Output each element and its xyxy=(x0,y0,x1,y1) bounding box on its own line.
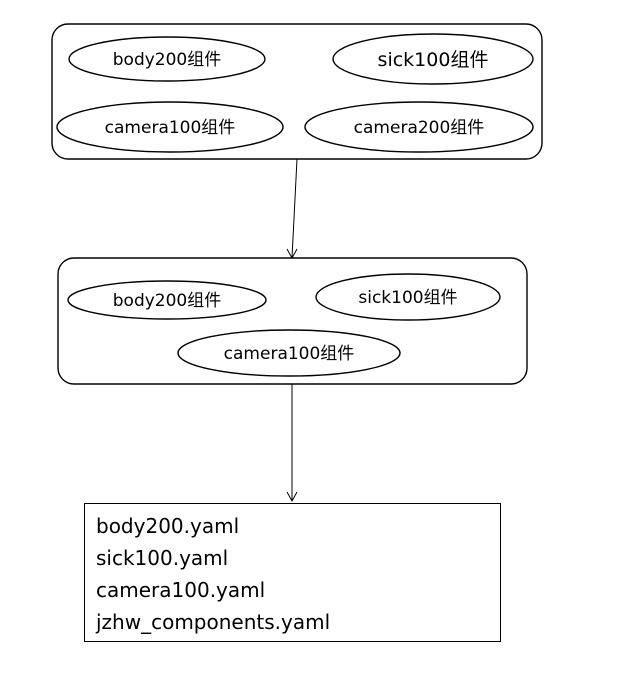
top-sick100-label: sick100组件 xyxy=(378,49,489,71)
top-camera200-label: camera200组件 xyxy=(354,118,485,138)
top-body200-node xyxy=(68,36,266,82)
file-item-camera100: camera100.yaml xyxy=(96,578,266,602)
top-camera200-node xyxy=(304,101,534,153)
top-camera100-label: camera100组件 xyxy=(105,118,236,138)
top-camera100-node xyxy=(56,101,284,153)
middle-body200-label: body200组件 xyxy=(113,291,222,311)
file-item-jzhw-components: jzhw_components.yaml xyxy=(96,610,331,634)
arrowhead-files xyxy=(286,491,298,503)
file-item-sick100: sick100.yaml xyxy=(96,546,229,570)
middle-camera100-label: camera100组件 xyxy=(224,344,355,364)
middle-sick100-node xyxy=(315,273,501,321)
middle-body200-node xyxy=(67,280,267,320)
top-body200-label: body200组件 xyxy=(113,50,222,70)
middle-camera100-node xyxy=(177,329,401,377)
arrow-top-to-middle xyxy=(291,158,298,259)
middle-sick100-label: sick100组件 xyxy=(358,288,457,308)
top-sick100-node xyxy=(332,33,534,85)
file-item-body200: body200.yaml xyxy=(96,514,240,538)
yaml-file-list: body200.yaml sick100.yaml camera100.yaml… xyxy=(84,503,501,642)
